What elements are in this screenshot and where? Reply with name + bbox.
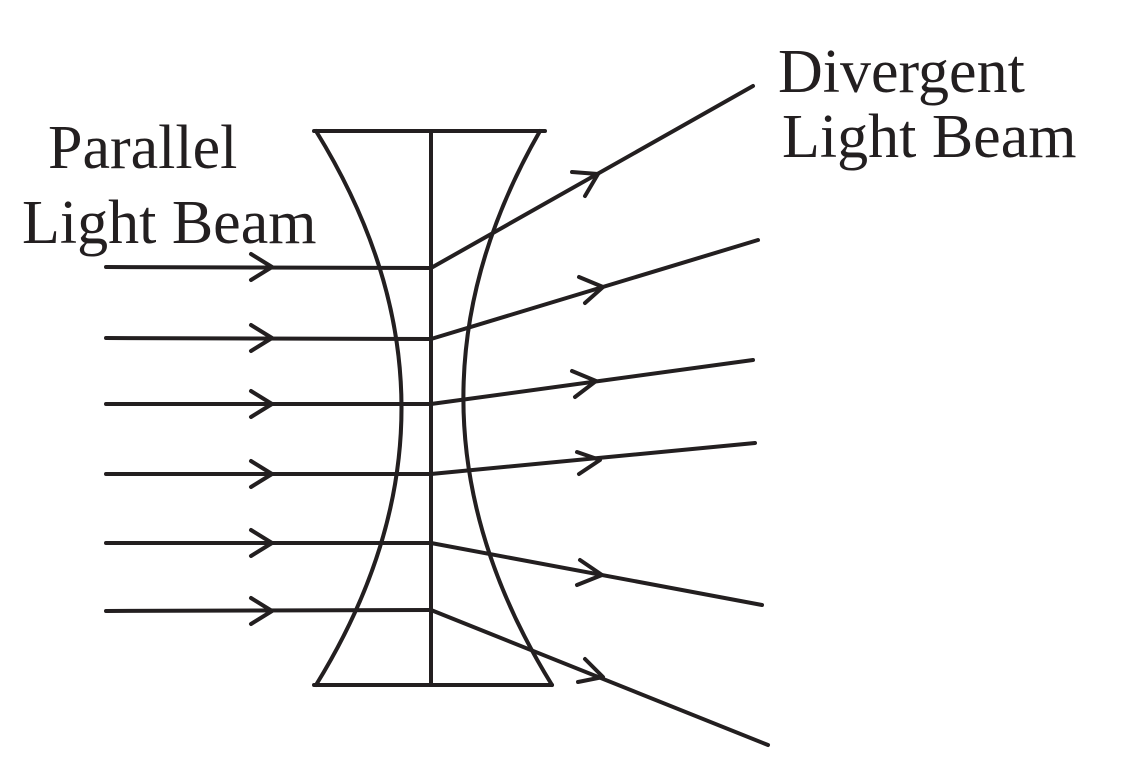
refracted-ray [429,238,760,341]
incident-ray [104,596,433,626]
concave-lens [312,129,554,687]
incident-ray [104,528,433,558]
refracted-ray [429,608,770,747]
refracted-ray [429,84,755,270]
divergent-beam-label-line1: Divergent [778,38,1025,106]
lens-right-surface [461,129,554,687]
parallel-beam-label-line2: Light Beam [22,189,316,257]
incident-ray [104,459,433,489]
incident-ray [104,323,433,353]
parallel-beam-label-line1: Parallel [48,114,237,182]
lens-left-surface [314,129,404,687]
refracted-ray [429,441,757,476]
refracted-rays [429,84,770,747]
refracted-ray [429,358,755,406]
divergent-beam-label-line2: Light Beam [782,103,1076,171]
incident-ray [104,252,433,282]
incident-rays [104,252,433,626]
incident-ray [104,389,433,419]
refracted-ray [429,541,764,607]
